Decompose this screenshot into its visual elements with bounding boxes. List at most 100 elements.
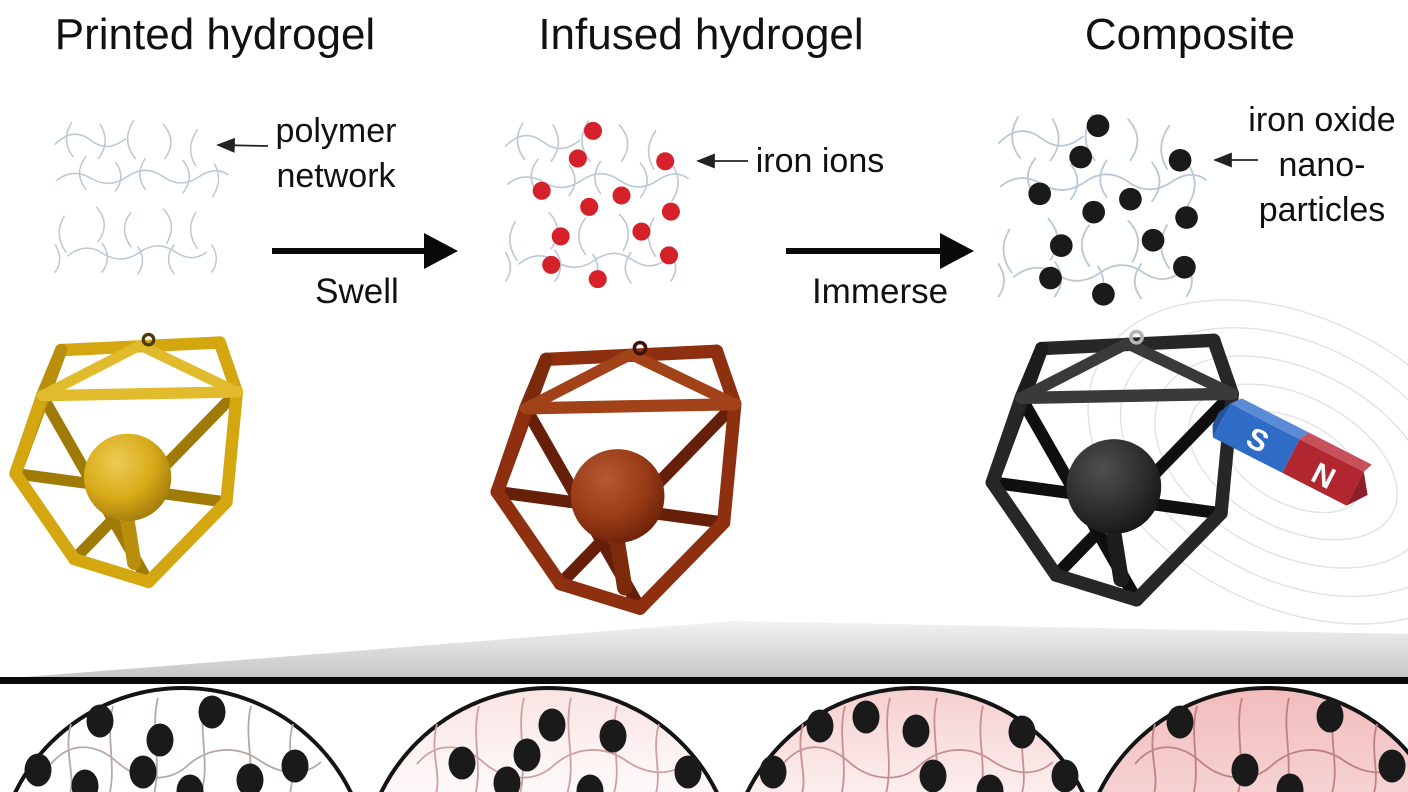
polymer-strand	[114, 161, 122, 192]
polymer-network-annotation: polymer network	[216, 112, 397, 195]
magnet: S N	[1212, 398, 1372, 506]
nanoparticle-dot	[1166, 705, 1194, 739]
nanoparticle-dot	[1175, 206, 1198, 229]
lattice-strut	[142, 495, 233, 589]
nanoparticle-dot	[1082, 200, 1106, 224]
polymer-strand	[799, 723, 805, 792]
polymer-strand	[78, 156, 87, 190]
polymer-strand	[1049, 118, 1060, 162]
iron-ions-annotation: iron ions	[696, 142, 885, 180]
polymer-strand	[95, 206, 106, 243]
nanoparticle-dot	[1039, 266, 1062, 290]
lattice-printed	[9, 332, 244, 589]
polymer-strand	[518, 252, 667, 269]
iron-ion-dot	[656, 152, 675, 171]
polymer-strand	[1134, 746, 1406, 779]
lattice-strut	[35, 343, 68, 402]
lattice-strut	[68, 552, 155, 589]
nanoparticle-dot	[1119, 187, 1142, 211]
polymer-strand	[639, 162, 648, 199]
polymer-strand	[56, 169, 229, 185]
sphere-stem	[120, 513, 142, 571]
nanoparticle-dot	[1008, 715, 1036, 749]
nanoparticles-label-line1: iron oxide	[1248, 101, 1395, 139]
polymer-network-label-line2: network	[276, 157, 396, 195]
magnet-south-bevel	[1230, 398, 1309, 440]
polymer-strand	[101, 242, 109, 273]
nanoparticle-dot	[1316, 699, 1344, 733]
nanoparticle-dot	[902, 714, 930, 748]
polymer-strand	[613, 705, 618, 792]
sample-circles	[13, 686, 1408, 792]
polymer-strand	[189, 129, 199, 167]
nanoparticles-annotation: iron oxide nano- particles	[1213, 101, 1396, 229]
nanoparticle-dot	[674, 755, 702, 789]
polymer-strand	[655, 723, 660, 792]
lattice-composite	[985, 329, 1239, 607]
polymer-strand	[997, 263, 1005, 298]
iron-ion-dot	[583, 121, 603, 140]
polymer-strand	[162, 208, 173, 244]
lattice-strut	[519, 398, 741, 415]
lattice-strut	[985, 475, 1063, 582]
polymer-strand	[123, 211, 132, 248]
magnet-end-cap	[1212, 403, 1231, 438]
lattice-strut	[213, 336, 244, 399]
nanoparticle-dot	[806, 709, 834, 743]
hanging-ring	[1129, 329, 1144, 345]
sample-circle	[745, 686, 1085, 792]
polymer-strand	[504, 251, 512, 282]
nanoparticle-dot	[599, 719, 627, 753]
polymer-strand	[624, 251, 632, 284]
lattice-strut	[985, 391, 1028, 490]
polymer-strand	[594, 160, 602, 195]
lattice-strut	[709, 344, 742, 411]
nanoparticle-dot	[1086, 114, 1110, 138]
title-composite: Composite	[1085, 10, 1295, 59]
iron-ion-dot	[580, 197, 599, 216]
polymer-strand	[618, 213, 630, 252]
iron-ion-dot	[542, 255, 561, 274]
iron-ions-label: iron ions	[756, 142, 885, 180]
nanoparticle-dot	[1028, 182, 1052, 206]
concentration-wedge	[25, 621, 1408, 677]
nanoparticle-dot	[1049, 234, 1073, 257]
polymer-strand	[167, 244, 175, 275]
polymer-strand	[139, 157, 146, 190]
polymer-strand	[97, 123, 106, 160]
sample-circle	[13, 686, 353, 792]
magnet-tip	[1346, 471, 1368, 506]
polymer-strand	[1133, 263, 1143, 300]
polymer-strand	[1011, 116, 1022, 160]
nanoparticle-dot	[1378, 749, 1406, 783]
polymer-strand	[1012, 264, 1181, 282]
iron-ion-dot	[568, 149, 587, 168]
title-infused-hydrogel: Infused hydrogel	[538, 10, 863, 59]
hanging-ring	[141, 332, 156, 347]
iron-ion-dot	[632, 222, 651, 241]
lattice-infused	[490, 340, 742, 615]
polymer-strand	[1127, 219, 1139, 263]
polymer-strand	[50, 746, 322, 779]
polymer-strand	[58, 215, 67, 253]
sphere-stem	[1106, 526, 1129, 587]
nanoparticle-dot	[129, 755, 157, 789]
magnet-north-bevel	[1299, 432, 1372, 472]
polymer-strand	[211, 163, 220, 198]
nanoparticle-dot	[236, 763, 264, 792]
polymer-strand	[474, 705, 480, 792]
polymer-network-printed	[54, 120, 229, 275]
lattice-strut	[633, 515, 731, 615]
field-line	[1119, 327, 1408, 597]
lattice-strut	[1207, 333, 1239, 401]
arrow-head	[424, 233, 458, 269]
lattice-strut	[9, 467, 81, 566]
polymer-strand	[65, 121, 74, 158]
polymer-strand	[1070, 163, 1079, 201]
lattice-strut	[625, 348, 741, 410]
nanoparticle-dot	[198, 695, 226, 729]
nanoparticle-dot	[919, 759, 947, 792]
hanging-ring	[632, 340, 648, 356]
polymer-strand	[550, 124, 560, 163]
